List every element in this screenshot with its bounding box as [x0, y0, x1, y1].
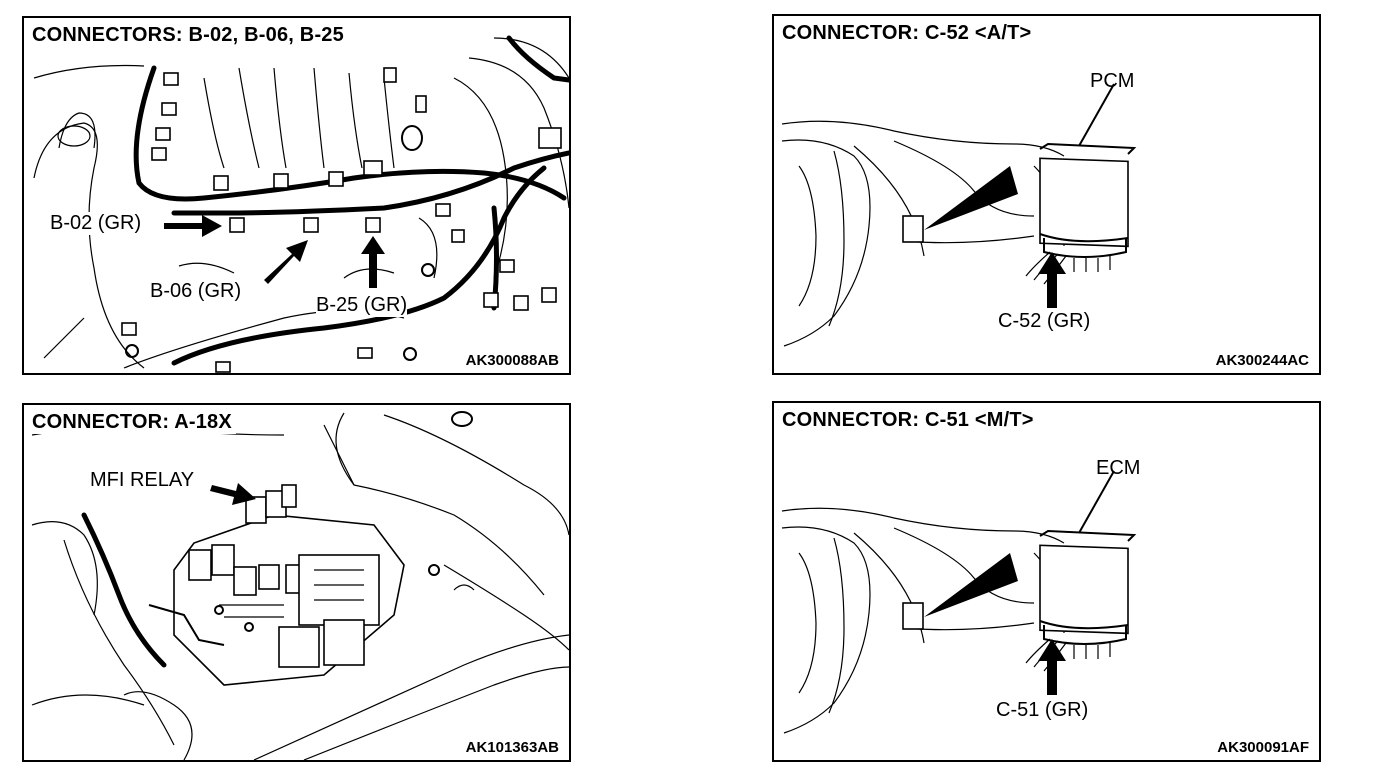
pcm-dashboard-illustration — [781, 83, 1137, 347]
panel-title: CONNECTORS: B-02, B-06, B-25 — [32, 24, 348, 47]
figure-code: AK101363AB — [465, 739, 559, 756]
c51-label: C-51 (GR) — [996, 699, 1089, 721]
relay-box-illustration — [31, 411, 569, 760]
c52-label: C-52 (GR) — [998, 310, 1091, 332]
panel-b-connectors: CONNECTORS: B-02, B-06, B-25 B-02 (GR) B… — [22, 16, 571, 375]
mfi-relay-label: MFI RELAY — [90, 469, 195, 492]
engine-harness-illustration — [33, 35, 569, 373]
pcm-label: PCM — [1090, 70, 1135, 92]
figure-code: AK300244AC — [1215, 352, 1309, 369]
label-b25: B-25 (GR) — [316, 294, 408, 317]
label-b06: B-06 (GR) — [150, 280, 242, 303]
ecm-dashboard-illustration — [781, 470, 1137, 734]
panel-c51: CONNECTOR: C-51 <M/T> ECM C-51 (GR) AK30… — [772, 401, 1321, 762]
label-b02: B-02 (GR) — [50, 212, 142, 235]
figure-code: AK300091AF — [1217, 739, 1309, 756]
panel-c52: CONNECTOR: C-52 <A/T> PCM C-52 (GR) AK30… — [772, 14, 1321, 375]
panel-title: CONNECTOR: A-18X — [32, 411, 236, 434]
panel-title: CONNECTOR: C-51 <M/T> — [782, 409, 1038, 432]
ecm-label: ECM — [1096, 457, 1141, 479]
panel-a18x: CONNECTOR: A-18X MFI RELAY AK101363AB — [22, 403, 571, 762]
figure-code: AK300088AB — [465, 352, 559, 369]
panel-title: CONNECTOR: C-52 <A/T> — [782, 22, 1036, 45]
